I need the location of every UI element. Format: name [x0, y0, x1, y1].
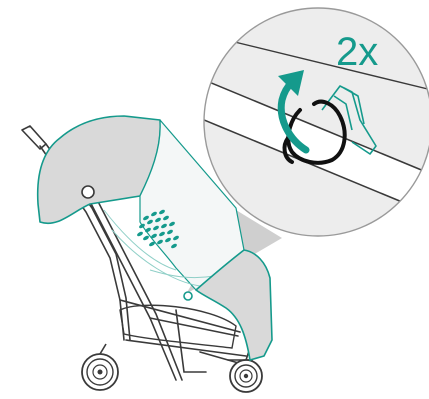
repeat-count-label: 2x	[336, 32, 378, 72]
front-wheel	[82, 344, 118, 390]
frame-hinge	[82, 186, 94, 198]
cover-clip	[184, 292, 192, 300]
stroller-handle	[22, 126, 46, 149]
